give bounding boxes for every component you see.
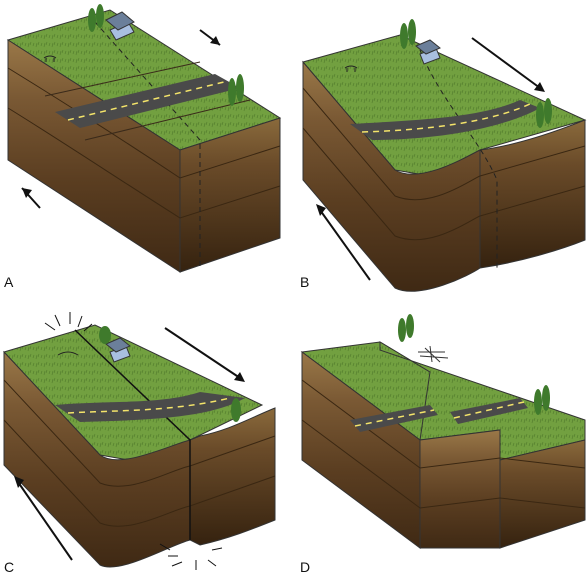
tree-icon — [398, 314, 550, 415]
tree-icon — [88, 4, 244, 106]
block-side-face — [179, 117, 281, 273]
fault-line — [74, 329, 191, 540]
motion-arrow-icon — [471, 37, 541, 89]
road — [55, 392, 245, 422]
house-icon — [415, 39, 441, 65]
road — [450, 398, 528, 424]
fault-line — [94, 21, 201, 270]
panel-label-d: D — [300, 559, 310, 575]
animal-icon — [344, 65, 358, 72]
panel-a — [6, 4, 282, 273]
animal-icon — [57, 351, 79, 356]
panel-c — [3, 312, 276, 570]
motion-arrow-icon — [164, 327, 241, 379]
block-side-face — [189, 407, 276, 546]
panel-label-b: B — [300, 274, 309, 290]
road — [350, 405, 438, 432]
animal-icon — [43, 55, 57, 62]
panel-label-a: A — [4, 274, 14, 290]
block-front-face — [419, 429, 501, 549]
house-icon — [105, 337, 131, 363]
panel-b — [302, 19, 587, 292]
panel-d — [300, 314, 586, 549]
panel-label-c: C — [4, 559, 14, 575]
tree-icon — [99, 326, 241, 422]
motion-arrow-icon — [319, 209, 371, 281]
block-side-face — [479, 119, 586, 269]
motion-arrow-icon — [17, 481, 73, 561]
house-icon — [105, 11, 135, 41]
tree-icon — [400, 19, 552, 128]
block-side-face — [499, 439, 586, 549]
shaking-lines-icon — [44, 312, 223, 570]
collapsed-house-icon — [418, 345, 449, 363]
